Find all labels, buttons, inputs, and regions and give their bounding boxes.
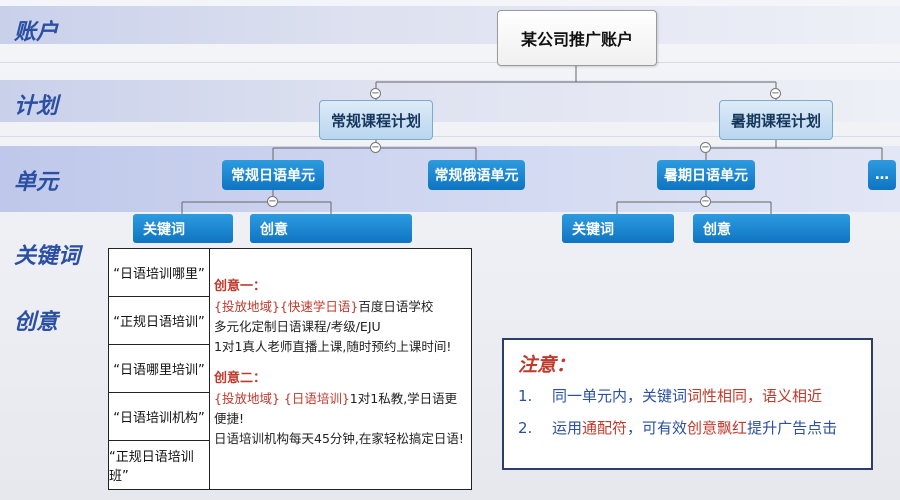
unit-node-summer-japanese[interactable]: 暑期日语单元 [657,160,755,190]
unit-node-regular-russian[interactable]: 常规俄语单元 [428,160,525,190]
creative-line: 多元化定制日语课程/考级/EJU [214,319,381,334]
collapse-minus-icon[interactable]: − [700,195,711,207]
note-item: 2. 运用通配符，可有效创意飘红提升广告点击 [518,417,857,439]
note-panel: 注意： 1. 同一单元内，关键词词性相同，语义相近 2. 运用通配符，可有效创意… [502,338,873,470]
row-label-account: 账户 [14,20,59,45]
collapse-minus-icon[interactable]: − [700,141,711,153]
collapse-minus-icon[interactable]: − [370,87,381,99]
creative-line: 1对1真人老师直播上课,随时预约上课时间! [214,339,452,354]
keyword-item: “日语培训哪里” [109,249,209,297]
band-account [0,6,900,44]
leaf-creative-node[interactable]: 创意 [693,214,850,243]
note-text: 同一单元内，关键词 [552,387,688,405]
note-text: 提升广告点击 [747,419,838,437]
creative-line: {投放地域}{快速学日语}百度日语学校 [214,297,467,317]
note-number: 2. [518,419,533,437]
creative-title: 创意二： [214,371,267,386]
keyword-list: “日语培训哪里” “正规日语培训” “日语哪里培训” “日语培训机构” “正规日… [108,248,210,490]
creative-text: {投放地域} [214,391,280,406]
plan-node-summer[interactable]: 暑期课程计划 [719,100,833,140]
collapse-minus-icon[interactable]: − [267,195,278,207]
note-item: 1. 同一单元内，关键词词性相同，语义相近 [518,385,857,407]
note-text: 运用 [552,419,583,437]
note-text: 通配符 [582,419,628,437]
note-number: 1. [518,387,533,405]
band-divider [0,62,900,63]
creative-text: {日语培训} [279,391,350,406]
keyword-item: “日语哪里培训” [109,345,209,393]
creative-text: {投放地域} [214,299,280,314]
keyword-item: “正规日语培训班” [109,441,209,489]
band-divider [0,136,900,137]
row-label-creative: 创意 [14,310,59,335]
leaf-keyword-node[interactable]: 关键词 [133,214,233,243]
creative-panel: 创意一： {投放地域}{快速学日语}百度日语学校 多元化定制日语课程/考级/EJ… [210,248,472,490]
row-label-keyword: 关键词 [14,244,81,269]
note-text: 词性相同，语义相近 [687,387,823,405]
collapse-minus-icon[interactable]: − [770,87,781,99]
root-account-node[interactable]: 某公司推广账户 [497,10,657,66]
plan-node-regular[interactable]: 常规课程计划 [319,100,433,140]
creative-line: 日语培训机构每天45分钟,在家轻松搞定日语! [214,431,464,446]
keyword-item: “正规日语培训” [109,297,209,345]
note-title: 注意： [518,354,576,376]
collapse-minus-icon[interactable]: − [370,141,381,153]
note-text: ，可有效 [627,419,688,437]
creative-title: 创意一： [214,279,267,294]
row-label-plan: 计划 [14,94,59,119]
note-text: 创意飘红 [687,419,748,437]
unit-node-regular-japanese[interactable]: 常规日语单元 [222,160,324,190]
leaf-keyword-node[interactable]: 关键词 [562,214,674,243]
creative-text: {快速学日语} [279,299,359,314]
unit-node-more[interactable]: … [868,160,896,190]
creative-text: 百度日语学校 [358,299,434,314]
creative-text: 1对1私教,学日语更便捷! [214,391,458,426]
keyword-item: “日语培训机构” [109,393,209,441]
leaf-creative-node[interactable]: 创意 [250,214,412,243]
row-label-unit: 单元 [14,170,59,195]
creative-line: {投放地域} {日语培训}1对1私教,学日语更便捷! [214,389,467,429]
